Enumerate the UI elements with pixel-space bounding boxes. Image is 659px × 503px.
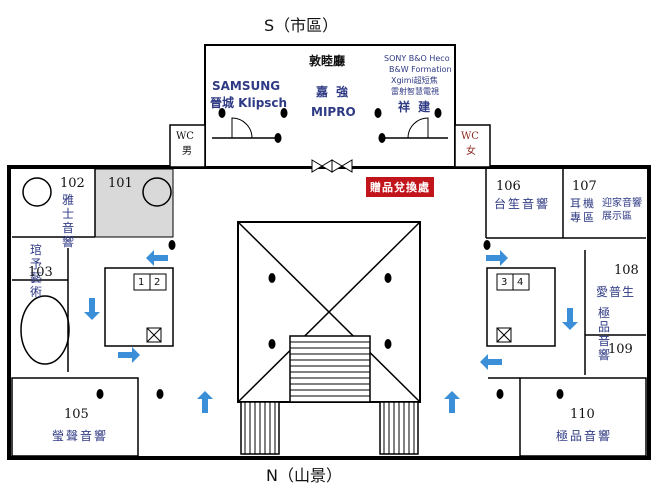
hall-right-brands-2: B&W Formation [389,65,452,74]
staircase [289,335,371,403]
arrow-shape [444,391,460,413]
arrow-shape [118,347,140,363]
room-107-number: 107 [572,179,597,194]
room-109-number: 109 [608,342,633,357]
column [496,389,504,399]
columns [96,108,564,399]
arrow-shape [84,298,100,320]
oval-table [20,295,70,365]
left-elevator-block [104,267,174,347]
column [280,108,288,118]
right-elevator-block [486,267,556,347]
utility-box [146,327,162,343]
room-105-name: 瑩聲音響 [52,429,109,443]
room-103-name: 琯予藝術 [30,243,45,299]
room-107-name-2: 迎家音響展示區 [602,198,642,222]
direction-arrow [197,391,213,413]
column [374,108,382,118]
hall-right-brands-1: SONY B&O Heco [384,54,450,63]
arrow-shape [562,308,578,330]
room-110-number: 110 [570,407,595,422]
compass-north: N（山景） [266,466,342,485]
hall-left-names: 晉城 Klipsch [210,96,288,110]
wc-women-sub: 女 [466,146,476,157]
room-108-number: 108 [614,263,639,278]
elevator-3-label: 3 [501,277,508,288]
utility-x [146,327,162,343]
elevator-left-2 [149,273,167,291]
room-108-name: 愛普生 [596,285,636,299]
door-arc [407,117,429,139]
round-table [22,177,52,207]
column [168,240,176,250]
hall-right-brands-3: Xgimi超短焦 [391,76,438,85]
wc-women-box [454,124,491,168]
room-102-number: 102 [60,176,85,191]
hall-center-label: 嘉 強 [316,85,351,99]
column [378,133,386,143]
room-107-name-1: 耳機專區 [570,197,596,224]
room-105-number: 105 [64,407,89,422]
room-103-number: 103 [28,265,53,280]
room-105-area [11,377,139,457]
direction-arrow [146,250,168,266]
direction-arrow [480,354,502,370]
door-arc [231,117,253,139]
direction-arrow [118,347,140,363]
room-110-area [519,377,647,457]
column [96,389,104,399]
flow-arrows [84,250,578,413]
compass-south: S（市區） [264,16,339,35]
stair-treads [290,341,370,397]
hall-right-brands-4: 雷射智慧電視 [391,87,439,96]
elevator-1-label: 1 [138,277,145,288]
direction-arrow [84,298,100,320]
hall-left-brand: SAMSUNG [212,79,281,93]
direction-arrow [562,308,578,330]
room-106-number: 106 [496,179,521,194]
entrance-treads [244,402,415,454]
column [218,108,226,118]
column [384,339,392,349]
wc-men-sub: 男 [182,146,192,157]
elevator-4-label: 4 [517,277,524,288]
atrium-x [237,221,421,403]
room-106-name: 台笙音響 [494,197,551,211]
utility-box [496,327,512,343]
column [556,389,564,399]
direction-arrow [486,250,508,266]
column [268,273,276,283]
column [483,240,491,250]
double-door [311,159,353,173]
column [434,108,442,118]
room-110-name: 極品音響 [556,429,613,443]
hall-center-brand: MIPRO [311,105,356,119]
room-101-number: 101 [108,176,133,191]
round-table [142,177,172,207]
direction-arrow [444,391,460,413]
elevator-2-label: 2 [154,277,161,288]
hall-right-name: 祥 建 [398,100,433,114]
hall-center-name: 敦睦廳 [309,54,346,68]
gift-exchange-label: 贈品兌換處 [366,177,434,197]
utility-x [496,327,512,343]
room-102-name: 雅士音響 [62,193,77,249]
arrow-shape [146,250,168,266]
room-109-name: 極品音響 [598,306,613,362]
column [268,339,276,349]
arrow-shape [486,250,508,266]
elevator-right-4 [512,273,530,291]
wc-men-label: WC [176,131,194,142]
wc-women-label: WC [461,131,479,142]
column [384,273,392,283]
column [156,389,164,399]
column [274,133,282,143]
arrow-shape [480,354,502,370]
wc-men-box [169,124,206,168]
arrow-shape [197,391,213,413]
